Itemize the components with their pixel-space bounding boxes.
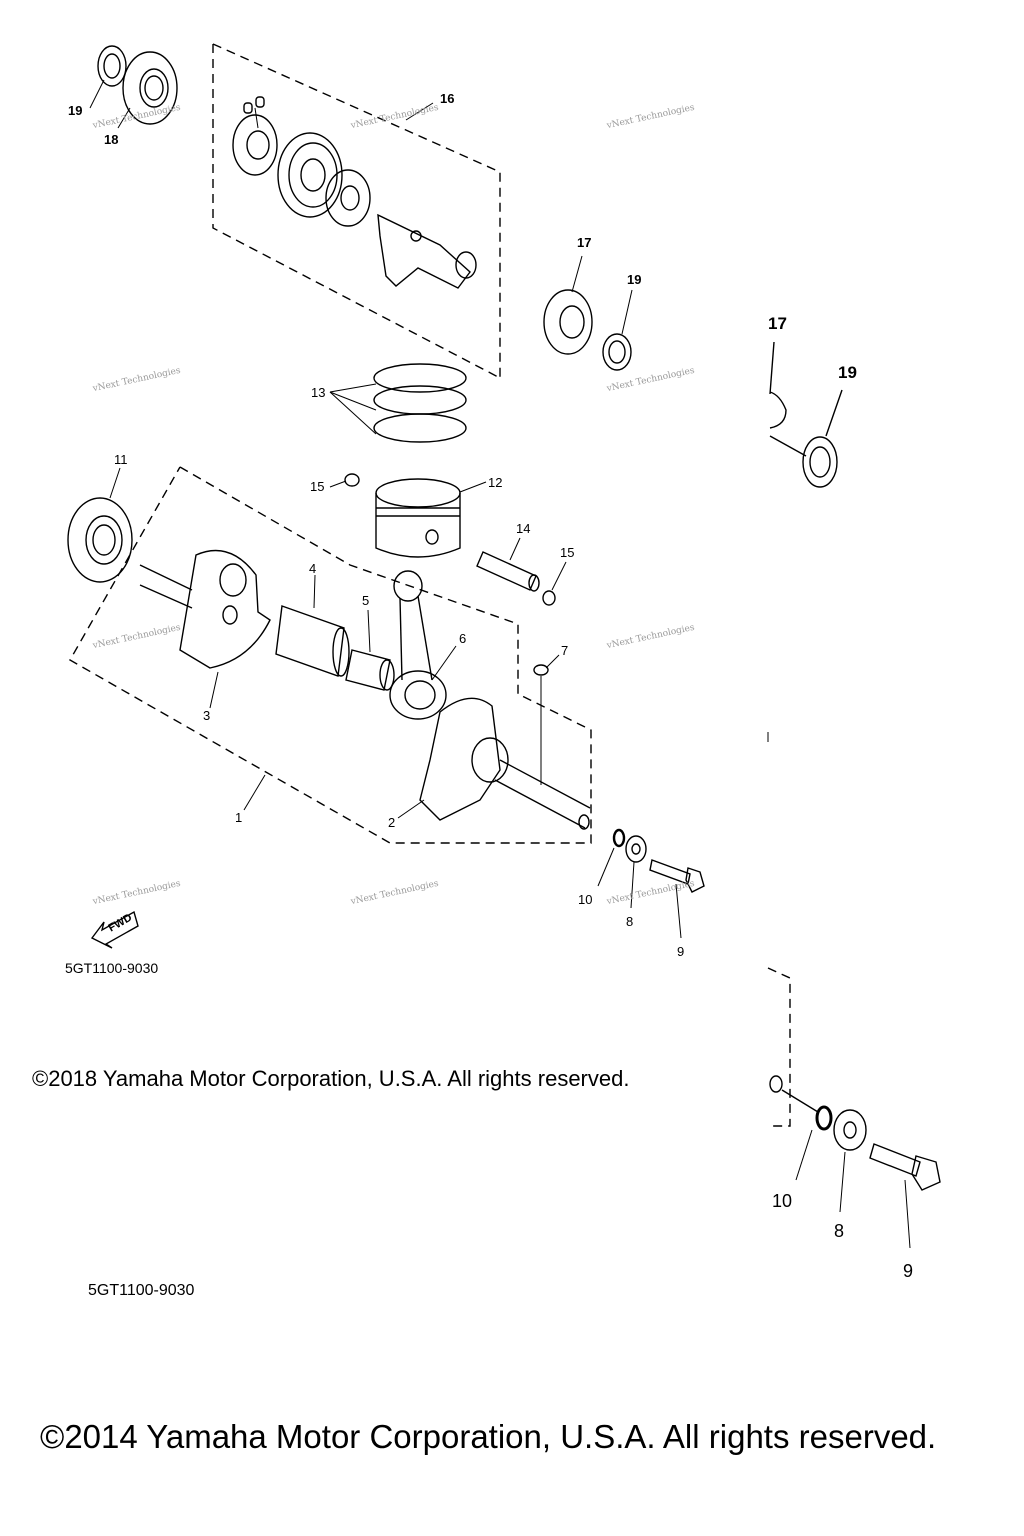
washer-8 — [625, 835, 647, 863]
copyright-2018: ©2018 Yamaha Motor Corporation, U.S.A. A… — [32, 1066, 630, 1091]
needle-bearing-5 — [345, 649, 395, 691]
callout-2: 2 — [388, 815, 396, 830]
inset-callout-10: 10 — [772, 1191, 793, 1211]
callout-15-left: 15 — [310, 479, 325, 494]
inset-callout-19: 19 — [838, 363, 857, 382]
callout-5: 5 — [362, 593, 370, 608]
bolt-9 — [649, 859, 705, 893]
oil-seal-19-top — [97, 45, 127, 87]
inset-lower-parts — [769, 1075, 941, 1249]
inset-upper-parts — [769, 341, 843, 488]
circlip-15-left — [344, 473, 360, 487]
inset-lower-outline — [767, 967, 791, 1127]
o-ring-10 — [612, 828, 626, 848]
woodruff-key-7 — [533, 664, 549, 676]
bearing-11 — [67, 497, 133, 583]
callout-16: 16 — [440, 91, 455, 106]
fwd-arrow-icon — [90, 910, 139, 949]
callout-8: 8 — [626, 914, 634, 929]
callout-19-top: 19 — [68, 103, 83, 118]
copyright-2014: ©2014 Yamaha Motor Corporation, U.S.A. A… — [40, 1418, 937, 1455]
crank-2 — [419, 697, 591, 830]
crank-pin-4 — [275, 605, 350, 677]
callout-10: 10 — [578, 892, 593, 907]
piston-rings-13 — [373, 363, 467, 443]
balancer-washer — [325, 169, 371, 227]
callout-9: 9 — [677, 944, 685, 959]
callout-15-right: 15 — [560, 545, 575, 560]
inset-callout-8: 8 — [834, 1221, 845, 1241]
diagram-code: 5GT1100-9030 — [65, 960, 159, 976]
callout-12: 12 — [488, 475, 503, 490]
bearing-17 — [543, 289, 593, 355]
callout-3: 3 — [203, 708, 211, 723]
callout-19-mid: 19 — [627, 272, 642, 287]
balancer-shaft — [377, 213, 477, 289]
callout-1: 1 — [235, 810, 243, 825]
crank-3 — [139, 549, 271, 669]
connecting-rod-6 — [389, 570, 447, 720]
callout-7: 7 — [561, 643, 569, 658]
leader-lines — [89, 79, 682, 939]
piston-12 — [375, 478, 461, 558]
bearing-18 — [122, 51, 178, 125]
balancer-group-outline — [212, 43, 501, 379]
circlip-15-right — [542, 590, 556, 606]
balancer-driven-gear — [277, 132, 343, 218]
callout-6: 6 — [459, 631, 467, 646]
callout-4: 4 — [309, 561, 317, 576]
oil-seal-19-mid — [602, 333, 632, 371]
crankshaft-group-outline — [69, 466, 592, 844]
callout-18: 18 — [104, 132, 119, 147]
inset-diagram-code: 5GT1100-9030 — [88, 1282, 195, 1299]
inset-callout-9: 9 — [903, 1261, 914, 1281]
callout-13: 13 — [311, 385, 326, 400]
inset-callout-17: 17 — [768, 314, 787, 333]
callout-14: 14 — [516, 521, 531, 536]
balancer-drive-gear — [232, 96, 278, 176]
piston-pin-14 — [476, 551, 540, 592]
callout-11: 11 — [114, 452, 128, 467]
callout-17: 17 — [577, 235, 592, 250]
